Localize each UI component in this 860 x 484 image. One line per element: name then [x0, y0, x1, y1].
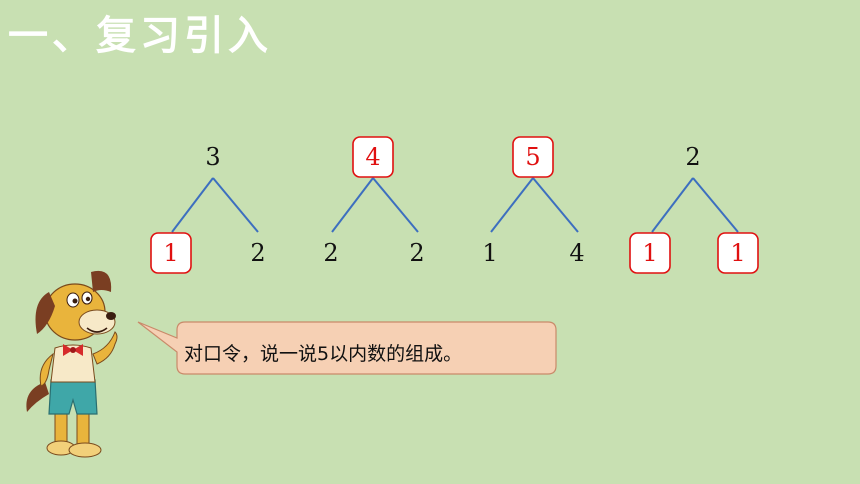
branch-left: [331, 177, 374, 233]
tree-part-right: 2: [250, 239, 265, 267]
tree-part-right: 1: [730, 239, 745, 267]
tree-part-right: 2: [409, 239, 424, 267]
tree-part-left: 1: [642, 239, 657, 267]
branch-left: [651, 177, 694, 233]
speech-bubble-shape: [137, 321, 557, 375]
branch-left: [490, 177, 534, 233]
highlight-box: [150, 232, 192, 274]
tree-part-right: 4: [569, 239, 584, 267]
tree-total: 3: [205, 143, 220, 171]
number-bond-tree-4: 2 1 1: [629, 143, 759, 274]
tree-part-left: 1: [482, 239, 497, 267]
highlight-box: [717, 232, 759, 274]
branch-right: [212, 177, 259, 233]
section-title: 一、复习引入: [8, 13, 272, 59]
branch-right: [372, 177, 419, 233]
number-bond-tree-2: 4 2 2: [323, 136, 425, 267]
number-bond-tree-3: 5 1 4: [482, 136, 585, 267]
tree-part-left: 1: [163, 239, 178, 267]
highlight-box: [512, 136, 554, 178]
highlight-box: [629, 232, 671, 274]
tree-total: 2: [685, 143, 700, 171]
branch-right: [532, 177, 579, 233]
cartoon-dog-icon: [26, 270, 118, 458]
speech-text: 对口令，说一说5以内数的组成。: [184, 343, 463, 365]
tree-total: 4: [365, 143, 380, 171]
highlight-box: [352, 136, 394, 178]
branch-left: [171, 177, 214, 233]
number-bond-tree-1: 3 1 2: [150, 143, 266, 274]
tree-part-left: 2: [323, 239, 338, 267]
branch-right: [692, 177, 739, 233]
tree-total: 5: [525, 143, 540, 171]
